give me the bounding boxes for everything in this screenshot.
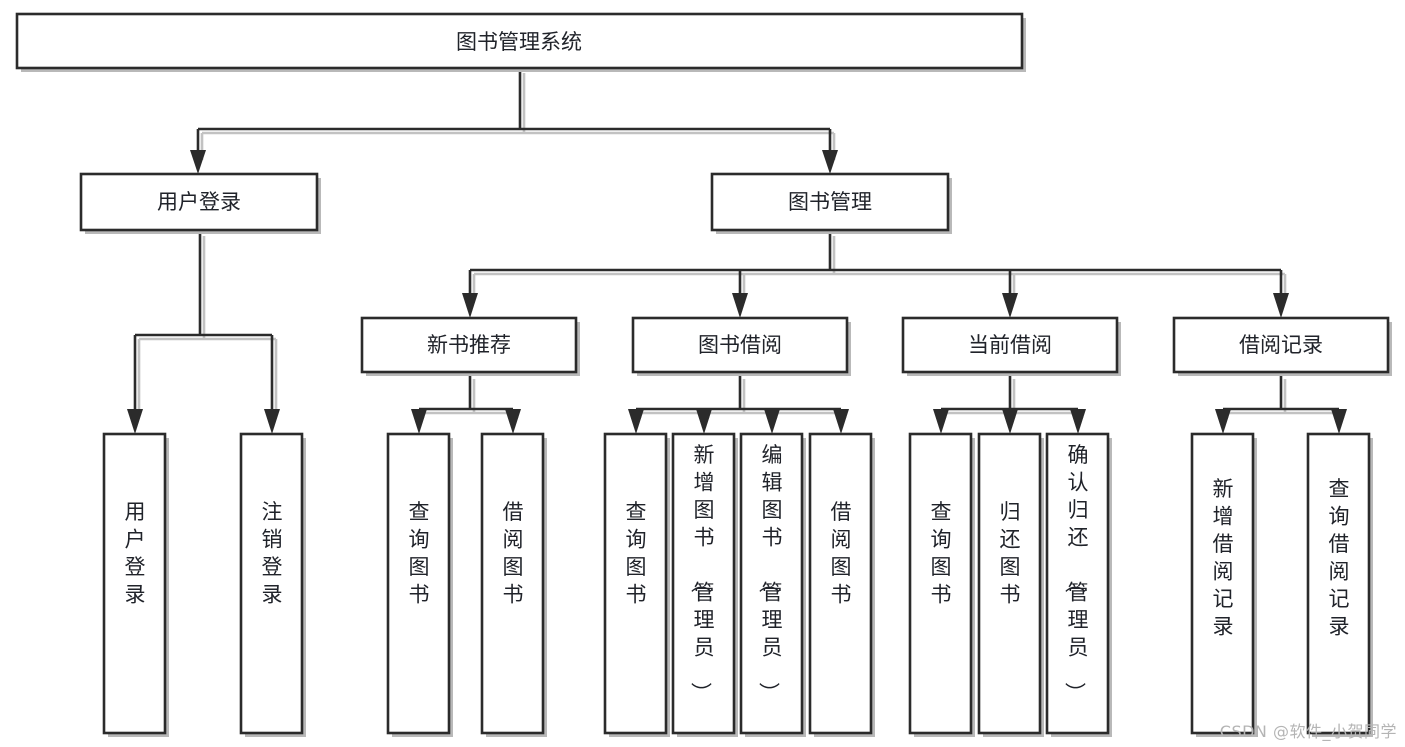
connector-book-manage-to-level2 [468, 232, 1283, 295]
node-leaf-confirm-return[interactable]: 确认归还（管理员） [1045, 432, 1112, 737]
node-leaf-return-book[interactable]: 归还图书 [977, 432, 1044, 737]
node-root-rect [15, 12, 1024, 70]
arrow-head-user-login [190, 150, 206, 174]
node-user-login-label: 用户登录 [157, 190, 241, 214]
node-leaf-return-book-label: 归还图书 [1000, 500, 1021, 607]
node-leaf-user-login-rect [102, 432, 167, 735]
connector-borrow-record-to-leaves [1221, 375, 1341, 414]
node-leaf-add-book-rect [671, 432, 736, 735]
node-leaf-query-book-2-rect [603, 432, 668, 735]
node-root-label: 图书管理系统 [456, 30, 582, 54]
node-leaf-add-book[interactable]: 新增图书（管理员） [671, 432, 738, 737]
node-leaf-user-login[interactable]: 用户登录 [102, 432, 169, 737]
connector-book-borrow-to-leaves [634, 375, 843, 414]
node-leaf-logout-login-rect [239, 432, 304, 735]
node-leaf-logout-login[interactable]: 注销登录 [239, 432, 306, 737]
node-leaf-edit-book-label: 编辑图书（管理员） [757, 443, 783, 703]
node-leaf-borrow-book-1-label: 借阅图书 [503, 500, 524, 607]
node-leaf-edit-book[interactable]: 编辑图书（管理员） [739, 432, 806, 737]
node-leaf-query-book-1[interactable]: 查询图书 [386, 432, 453, 737]
node-leaf-return-book-rect [977, 432, 1042, 735]
arrow-head-leaf-query-book-3 [933, 409, 949, 434]
arrow-head-borrow-record [1273, 293, 1289, 318]
arrow-head-leaf-borrow-book-2 [833, 409, 849, 434]
connector-shadow-borrow-record [1225, 379, 1345, 418]
connector-user-login-to-leaves [133, 232, 274, 411]
connector-current-borrow-to-leaves [939, 375, 1080, 414]
node-leaf-borrow-book-2-label: 借阅图书 [831, 500, 852, 607]
node-new-book-recommend-label: 新书推荐 [427, 333, 511, 357]
node-leaf-edit-book-rect [739, 432, 804, 735]
node-new-book-recommend-rect [360, 316, 578, 374]
node-leaf-add-record-label: 新增借阅记录 [1213, 477, 1234, 639]
node-leaf-borrow-book-1-rect [480, 432, 545, 735]
node-leaf-add-record-rect [1190, 432, 1255, 735]
arrow-head-leaf-add-book [696, 409, 712, 434]
connector-shadow-new-book [421, 379, 519, 418]
node-leaf-query-record-label: 查询借阅记录 [1329, 477, 1350, 639]
arrow-head-leaf-user-login [127, 409, 143, 434]
node-leaf-query-book-3-rect [908, 432, 973, 735]
node-book-manage[interactable]: 图书管理 [710, 172, 952, 234]
node-borrow-record-label: 借阅记录 [1239, 333, 1323, 357]
node-leaf-query-record-rect [1306, 432, 1371, 735]
node-current-borrow[interactable]: 当前借阅 [901, 316, 1121, 376]
node-leaf-confirm-return-label: 确认归还（管理员） [1063, 443, 1089, 703]
node-leaf-query-book-1-label: 查询图书 [409, 500, 430, 607]
node-book-manage-label: 图书管理 [788, 190, 872, 214]
arrow-head-leaf-query-record [1331, 409, 1347, 434]
arrow-head-current-borrow [1002, 293, 1018, 318]
connector-shadow-book-borrow [638, 379, 847, 418]
arrow-head-book-manage [822, 150, 838, 174]
node-book-borrow-label: 图书借阅 [698, 333, 782, 357]
node-borrow-record-rect [1172, 316, 1390, 374]
node-leaf-query-book-2[interactable]: 查询图书 [603, 432, 670, 737]
node-book-borrow-rect [631, 316, 849, 374]
node-leaf-borrow-book-2[interactable]: 借阅图书 [808, 432, 875, 737]
arrow-head-leaf-return-book [1002, 409, 1018, 434]
node-leaf-add-record[interactable]: 新增借阅记录 [1190, 432, 1257, 737]
node-leaf-query-book-3[interactable]: 查询图书 [908, 432, 975, 737]
arrow-head-leaf-query-book-2 [628, 409, 644, 434]
arrow-head-leaf-logout-login [264, 409, 280, 434]
node-user-login[interactable]: 用户登录 [79, 172, 321, 234]
node-borrow-record[interactable]: 借阅记录 [1172, 316, 1392, 376]
node-leaf-borrow-book-1[interactable]: 借阅图书 [480, 432, 547, 737]
node-leaf-query-book-3-label: 查询图书 [931, 500, 952, 607]
node-leaf-add-book-label: 新增图书（管理员） [689, 443, 715, 703]
arrow-head-leaf-add-record [1215, 409, 1231, 434]
connector-root-to-level1 [196, 69, 832, 156]
node-leaf-query-record[interactable]: 查询借阅记录 [1306, 432, 1373, 737]
arrow-head-leaf-edit-book [764, 409, 780, 434]
node-leaf-query-book-2-label: 查询图书 [626, 500, 647, 607]
node-leaf-confirm-return-rect [1045, 432, 1110, 735]
node-book-borrow[interactable]: 图书借阅 [631, 316, 851, 376]
node-new-book-recommend[interactable]: 新书推荐 [360, 316, 580, 376]
node-current-borrow-rect [901, 316, 1119, 374]
connector-shadow-user-login [137, 236, 278, 415]
connector-shadow-root [200, 73, 836, 160]
arrow-head-leaf-query-book-1 [411, 409, 427, 434]
arrow-head-book-borrow [732, 293, 748, 318]
node-book-manage-rect [710, 172, 950, 232]
connector-new-book-to-leaves [417, 375, 515, 414]
node-leaf-logout-login-label: 注销登录 [262, 500, 283, 607]
arrow-head-leaf-borrow-book-1 [505, 409, 521, 434]
connector-shadow-book-manage [472, 236, 1287, 299]
node-current-borrow-label: 当前借阅 [968, 333, 1052, 357]
node-root[interactable]: 图书管理系统 [15, 12, 1026, 72]
connector-layer [127, 69, 1347, 434]
node-leaf-query-book-1-rect [386, 432, 451, 735]
arrow-head-leaf-confirm-return [1070, 409, 1086, 434]
node-user-login-rect [79, 172, 319, 232]
node-leaf-user-login-label: 用户登录 [125, 500, 146, 607]
arrow-head-new-book-recommend [462, 293, 478, 318]
node-leaf-borrow-book-2-rect [808, 432, 873, 735]
